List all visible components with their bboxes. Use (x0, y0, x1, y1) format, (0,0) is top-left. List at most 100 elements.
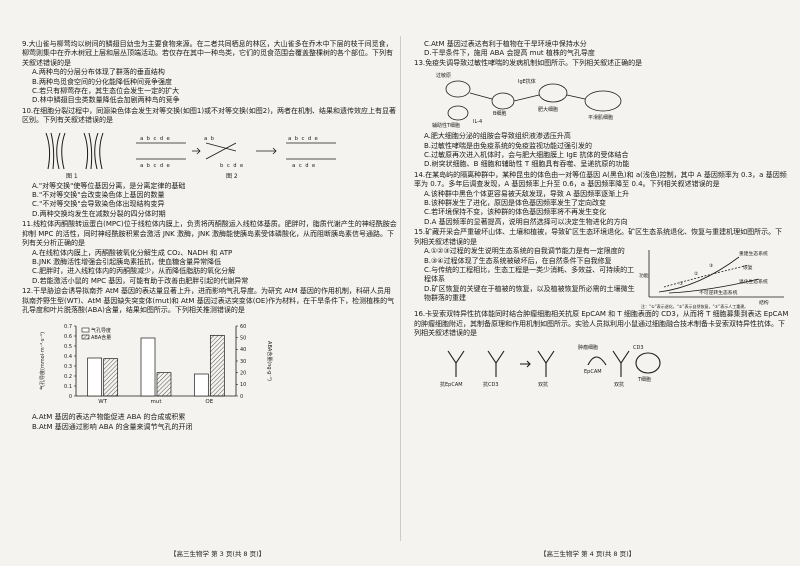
bar-aba-content (103, 358, 119, 397)
q9-option-b: B.两种鸟觅食空间的分化能降低种间竞争强度 (32, 77, 173, 86)
q16-figure: 抗EpCAM 抗CD3 双抗 肿瘤细胞 EpCAM CD3 T细胞 双抗 (428, 341, 789, 389)
q14-option-a: A.该种群中黑色个体更容易被天敌发现，导致 A 基因频率逐渐上升 (424, 189, 630, 198)
q11-option-a: A.在线粒体内膜上，丙酮酸被氧化分解生成 CO₂、NADH 和 ATP (32, 248, 233, 257)
bispecific-antibody-diagram: 抗EpCAM 抗CD3 双抗 肿瘤细胞 EpCAM CD3 T细胞 双抗 (440, 344, 661, 388)
right-column: C.AtM 基因过表达有利于植物在干旱环境中保持水分 D.干旱条件下，施用 AB… (414, 40, 789, 392)
q9-option-d: D.林中鳞翅目虫类数量降低会加剧两种鸟的竞争 (32, 96, 180, 105)
q12-stem: 12.干旱胁迫会诱导拟南芥 AtM 基因的表达量显著上升，进而影响气孔导度。为研… (22, 287, 395, 314)
label-healthy: 重建生态系统 (739, 250, 768, 257)
figure-2-exchange (136, 142, 336, 160)
seq-6: a c d e (292, 163, 315, 169)
category-label: WT (98, 399, 107, 405)
q9-option-a: A.两种鸟的分层分布体现了群落的垂直结构 (32, 68, 165, 77)
column-separator (400, 36, 401, 541)
label-ab2: 双抗 (614, 381, 624, 388)
label-anti-cd3: 抗CD3 (483, 381, 499, 388)
bispecific-shape (537, 351, 555, 378)
left-column: 9.大山雀与柳莺均以树间的鳞翅目幼虫为主要食物来源。在二者共同栖息的林区，大山雀… (22, 40, 397, 433)
legend-swatch-aba (81, 335, 90, 340)
label-mast: 肥大细胞 (538, 106, 558, 113)
left-tick-label: 0.7 (64, 324, 72, 330)
footer-page-4: 【高三生物学 第 4 页(共 8 页)】 (540, 550, 636, 558)
label-th: 辅助性T细胞 (432, 122, 460, 129)
b-cell (491, 92, 515, 110)
question-15: 15.矿藏开采会严重破坏山体、土壤和植被，导致矿区生态环境退化。矿区生态系统退化… (414, 228, 789, 309)
q12-bar-chart: 气孔导度(mmol·m⁻²·s⁻¹) ABA含量(ng·g⁻¹) 0 0.1 0.2 0… (39, 324, 273, 405)
q12-chart-wrap: 气孔导度(mmol·m⁻²·s⁻¹) ABA含量(ng·g⁻¹) 0 0.1 0.2 0… (36, 318, 397, 410)
right-tick-label: 20 (240, 371, 246, 377)
q10-option-c: C."不对等交换"会导致染色体出现结构变异 (32, 200, 165, 209)
right-tick-label: 40 (240, 347, 246, 353)
legend-label-stomatal: 气孔导度 (91, 327, 111, 334)
q15-stem: 15.矿藏开采会严重破坏山体、土壤和植被，导致矿区生态环境退化。矿区生态系统退化… (414, 228, 783, 246)
question-11: 11.线粒体丙酮酸转运蛋白(MPC)位于线粒体内膜上，负责将丙酮酸运入线粒体基质… (22, 220, 397, 286)
q10-option-a: A."对等交换"使等位基因分离，是分离定律的基础 (32, 181, 186, 190)
bar-stomatal-conductance (87, 357, 103, 397)
q14-option-b: B.该种群发生了进化，原因是体色基因频率发生了定向改变 (424, 199, 607, 208)
th-cell (447, 105, 469, 121)
chart-bars (87, 335, 225, 397)
q11-option-d: D.若能激活小鼠的 MPC 基因，可能有助于改善由肥胖引起的代谢异常 (32, 276, 249, 285)
y-axis-label: 气孔导度(mmol·m⁻²·s⁻¹) (39, 332, 46, 390)
left-tick-label: 0.1 (64, 384, 72, 390)
label-bispecific: 双抗 (538, 381, 548, 388)
right-tick-label: 30 (240, 359, 246, 365)
q15-option-b: B.③④过程体现了生态系统被破坏后，在自然条件下自我修复 (424, 256, 612, 265)
q10-option-d: D.两种交换均发生在减数分裂的四分体时期 (32, 209, 166, 218)
left-tick-label: 0.3 (64, 364, 72, 370)
q13-stem: 13.免疫失调导致过敏性哮喘的发病机制如图所示。下列相关叙述正确的是 (414, 58, 643, 67)
crossover-diagram: 图 1 a b c d e a b c d e a b b c d e (45, 132, 336, 179)
question-13: 13.免疫失调导致过敏性哮喘的发病机制如图所示。下列相关叙述正确的是 (414, 59, 789, 170)
q14-option-c: C.若环境保持不变，该种群的体色基因频率将不再发生变化 (424, 208, 607, 217)
q13-option-d: D.树突状细胞、B 细胞和辅助性 T 细胞具有吞噬、呈递抗原的功能 (424, 160, 630, 169)
q13-option-b: B.过敏性哮喘是由免疫系统的免疫监视功能过强引发的 (424, 141, 593, 150)
q11-option-c: C.肥胖时，进入线粒体内的丙酮酸减少，从而降低脂肪的氧化分解 (32, 267, 236, 276)
q15-option-a: A.①②③过程的发生说明生态系统的自我调节能力是有一定限度的 (424, 247, 625, 256)
question-14: 14.在某岛屿的隔离种群中，某种昆虫的体色由一对等位基因 A(黑色)和 a(浅色… (414, 171, 789, 227)
label-tumor: 肿瘤细胞 (578, 344, 598, 351)
bar-aba-content (156, 372, 172, 397)
seq-2: a b c d e (140, 163, 170, 169)
seq-3: a b (204, 136, 214, 142)
bar-aba-content (209, 335, 225, 397)
footer-page-3: 【高三生物学 第 3 页(共 8 页)】 (170, 550, 266, 558)
label-anti-epcam: 抗EpCAM (440, 381, 463, 388)
q11-stem: 11.线粒体丙酮酸转运蛋白(MPC)位于线粒体内膜上，负责将丙酮酸运入线粒体基质… (22, 220, 397, 248)
label-degrade: 退化生态系统 (739, 278, 768, 285)
right-tick-label: 60 (240, 324, 246, 330)
q9-option-c: C.若只有柳莺存在，其生态位会发生一定的扩大 (32, 87, 180, 96)
label-restored: 恢复 (743, 264, 753, 271)
q9-stem: 9.大山雀与柳莺均以树间的鳞翅目幼虫为主要食物来源。在二者共同栖息的林区，大山雀… (22, 40, 393, 67)
q10-option-b: B."不对等交换"会改变染色体上基因的数量 (32, 191, 165, 200)
ecosystem-recovery-diagram: 重建生态系统 恢复 退化生态系统 不可逆转生态系统 结构 功能 ① ② ③ 注：… (639, 250, 784, 309)
seq-4: b c d e (220, 163, 243, 169)
bar-stomatal-conductance (140, 337, 156, 397)
q13-option-c: C.过敏原再次进入机体时，会与肥大细胞膜上 IgE 抗体的受体结合 (424, 151, 629, 160)
q14-option-d: D.A 基因频率的显著提高，说明自然选择可以决定生物进化的方向 (424, 217, 628, 226)
q10-figures: 图 1 a b c d e a b c d e a b b c d e (36, 129, 397, 179)
asthma-mechanism-diagram: 过敏原 辅助性T细胞 B细胞 IgE抗体 肥大细胞 平滑肌细胞 IL-4 (432, 72, 622, 129)
question-16: 16.卡妥索双特异性抗体能同时结合肿瘤细胞相关抗原 EpCAM 和 T 细胞表面… (414, 310, 789, 389)
label-b: B细胞 (493, 110, 506, 117)
q10-stem: 10.在细胞分裂过程中，同源染色体会发生对等交换(如图1)或不对等交换(如图2)… (22, 106, 396, 125)
label-a: ① (679, 281, 683, 287)
left-tick-label: 0.2 (64, 374, 72, 380)
left-tick-label: 0 (69, 394, 72, 400)
q13-figure: 过敏原 辅助性T细胞 B细胞 IgE抗体 肥大细胞 平滑肌细胞 IL-4 (428, 71, 789, 129)
left-tick-label: 0.5 (64, 344, 72, 350)
label-function: 功能 (639, 272, 649, 279)
label-ige: IgE抗体 (518, 78, 536, 85)
smooth-muscle (584, 90, 622, 112)
category-label: OE (205, 399, 213, 405)
q12-option-d: D.干旱条件下，施用 ABA 会提高 mut 植株的气孔导度 (424, 49, 595, 58)
label-airway: 平滑肌细胞 (588, 114, 613, 121)
y-axis-right-label: ABA含量(ng·g⁻¹) (266, 341, 273, 381)
label-structure: 结构 (759, 299, 769, 306)
fig2-label: 图 2 (226, 173, 238, 179)
apc-cell (445, 80, 471, 98)
antibody-cd3-shape (487, 351, 505, 378)
label-allergen: 过敏原 (436, 72, 451, 79)
q15-caption: 注：“①”表示退化，“②”表示自然恢复，“③”表示人工重建。 (641, 303, 748, 309)
q12-option-a: A.AtM 基因的表达产物能促进 ABA 的合成或积累 (32, 413, 186, 422)
